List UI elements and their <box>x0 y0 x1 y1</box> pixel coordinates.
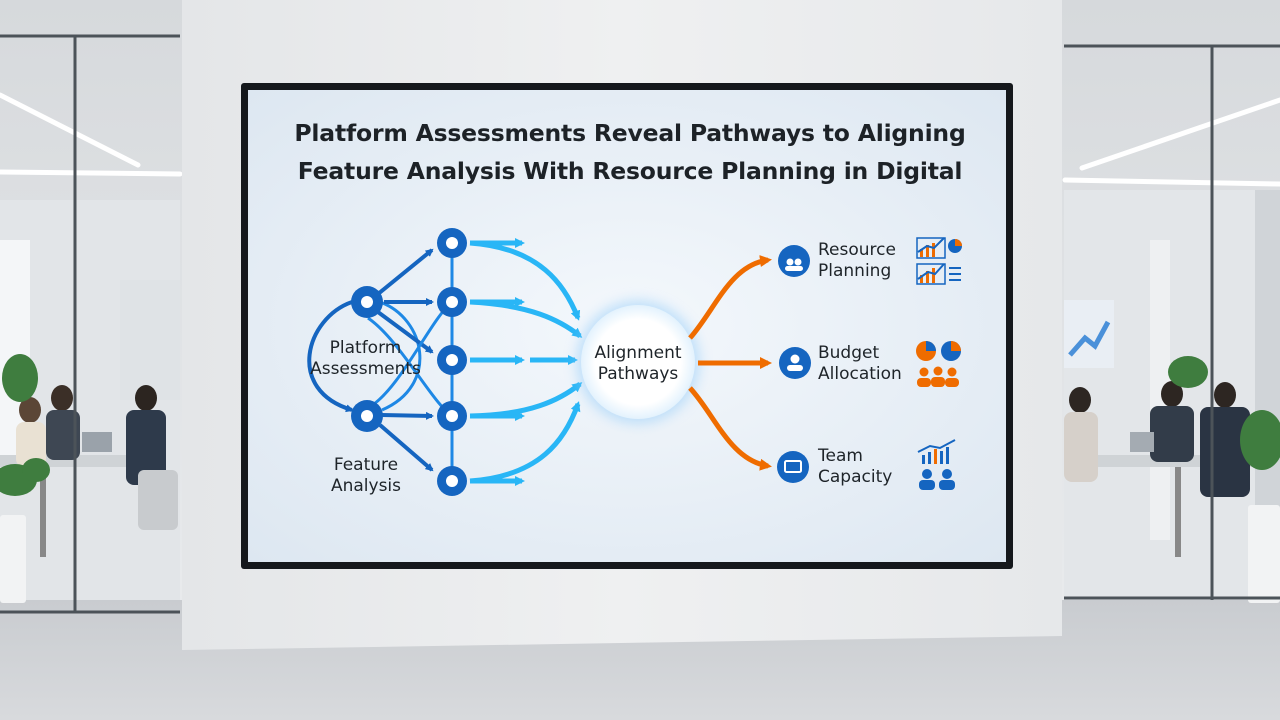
screen-title-line1: Platform Assessments Reveal Pathways to … <box>294 119 966 147</box>
output-label-line2: Planning <box>818 261 892 281</box>
output-nodes <box>777 245 811 483</box>
flow-diagram <box>307 228 962 496</box>
output-links <box>688 255 772 471</box>
right-glass-frames <box>1064 44 1280 600</box>
people-icon <box>778 245 810 277</box>
screen-title: Platform Assessments Reveal Pathways to … <box>250 114 1010 190</box>
source-label-line2: Analysis <box>330 476 402 496</box>
source-nodes <box>351 286 383 432</box>
hub-links <box>469 238 583 486</box>
source-links <box>376 248 434 472</box>
source-label-platform: Platform Assessments <box>298 338 433 380</box>
output-label-resource: Resource Planning <box>818 240 896 282</box>
hub-label: Alignment Pathways <box>582 343 694 385</box>
output-label-line1: Budget <box>818 343 880 363</box>
screen-title-line2: Feature Analysis With Resource Planning … <box>297 157 963 185</box>
source-label-line1: Feature <box>333 455 399 475</box>
hub-circle <box>581 305 695 419</box>
output-label-budget: Budget Allocation <box>818 343 902 385</box>
hub-label-line1: Alignment <box>594 343 682 363</box>
output-label-line1: Resource <box>818 240 896 260</box>
source-label-line1: Platform <box>329 338 402 358</box>
hub-label-line2: Pathways <box>597 364 679 384</box>
source-label-line2: Assessments <box>310 359 421 379</box>
output-label-line1: Team <box>818 446 863 466</box>
source-label-feature: Feature Analysis <box>310 455 422 497</box>
output-label-line2: Capacity <box>818 467 893 487</box>
output-label-line2: Allocation <box>818 364 902 384</box>
left-glass-frames <box>0 34 180 614</box>
ceiling-lights <box>0 92 1280 187</box>
middle-nodes <box>437 228 467 496</box>
loop-arrow <box>307 300 354 413</box>
output-label-team: Team Capacity <box>818 446 892 488</box>
capacity-icons <box>917 439 956 490</box>
screen-icon <box>777 451 809 483</box>
right-meeting-area <box>1064 190 1280 603</box>
chart-icons <box>916 237 962 285</box>
budget-icons <box>916 341 961 387</box>
loop-line <box>379 300 422 412</box>
left-meeting-area <box>0 200 180 603</box>
